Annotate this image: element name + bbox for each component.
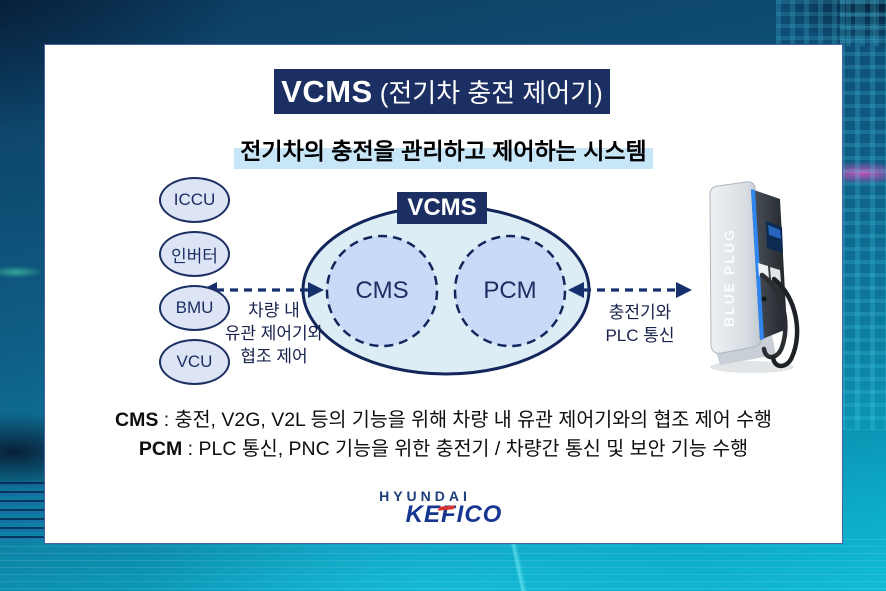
kefico-post: ICO — [456, 501, 503, 528]
node-iccu: ICCU — [159, 177, 230, 223]
title-fullname: (전기차 충전 제어기) — [379, 78, 603, 108]
kefico-pre: KE — [405, 501, 441, 528]
charger-brand-label: BLUE PLUG — [721, 228, 737, 327]
hyundai-logo-text: HYUNDAI — [379, 488, 471, 504]
node-inverter-label: 인버터 — [171, 246, 218, 266]
node-iccu-label: ICCU — [173, 190, 216, 209]
light-streaks-bottom — [0, 539, 886, 591]
cms-description-text: : 충전, V2G, V2L 등의 기능을 위해 차량 내 유관 제어기와의 협… — [158, 409, 772, 431]
pcm-circle — [453, 234, 567, 348]
node-bmu-label: BMU — [175, 298, 214, 317]
pcm-circle-label: PCM — [483, 277, 537, 304]
content-card: BLUE PLUG VCMS (전기차 충전 제어기) 전기차의 충전을 관리하… — [44, 44, 843, 544]
left-arrow-note: 차량 내 유관 제어기와 협조 제어 — [184, 299, 364, 368]
right-note-line-2: PLC 통신 — [605, 326, 675, 345]
term-descriptions: CMS : 충전, V2G, V2L 등의 기능을 위해 차량 내 유관 제어기… — [45, 406, 842, 464]
vcms-label-box: VCMS — [397, 192, 487, 224]
subtitle-highlighted: 전기차의 충전을 관리하고 제어하는 시스템 — [234, 131, 653, 169]
title-acronym: VCMS — [281, 73, 373, 109]
right-note-line-1: 충전기와 — [608, 303, 672, 322]
kefico-logo-text: KEFICO — [374, 501, 534, 529]
subtitle-row: 전기차의 충전을 관리하고 제어하는 시스템 — [45, 131, 842, 169]
cms-circle-label: CMS — [355, 277, 409, 304]
title-banner: VCMS (전기차 충전 제어기) — [274, 69, 610, 114]
building-windows-right — [840, 0, 886, 430]
left-note-line-3: 협조 제어 — [240, 347, 308, 366]
cms-circle — [325, 234, 439, 348]
light-streaks-left — [0, 482, 46, 540]
left-note-line-2: 유관 제어기와 — [224, 324, 324, 343]
pcm-description: PCM : PLC 통신, PNC 기능을 위한 충전기 / 차량간 통신 및 … — [45, 435, 842, 464]
cms-term: CMS — [115, 409, 159, 431]
kefico-f-red-accent: F — [441, 501, 457, 528]
node-inverter: 인버터 — [159, 231, 230, 277]
pcm-term: PCM — [138, 438, 183, 460]
right-dashed-arrow — [568, 282, 692, 298]
node-bmu: BMU — [159, 285, 230, 331]
building-windows-top-right — [776, 0, 886, 46]
node-vcu: VCU — [159, 339, 230, 385]
right-arrow-note: 충전기와 PLC 통신 — [550, 301, 730, 347]
pcm-description-text: : PLC 통신, PNC 기능을 위한 충전기 / 차량간 통신 및 보안 기… — [182, 438, 749, 460]
diagram-shapes: BLUE PLUG — [201, 181, 800, 376]
node-vcu-label: VCU — [176, 352, 213, 371]
cms-description: CMS : 충전, V2G, V2L 등의 기능을 위해 차량 내 유관 제어기… — [45, 406, 842, 435]
left-note-line-1: 차량 내 — [248, 301, 300, 320]
ev-charger-illustration: BLUE PLUG — [709, 181, 800, 373]
